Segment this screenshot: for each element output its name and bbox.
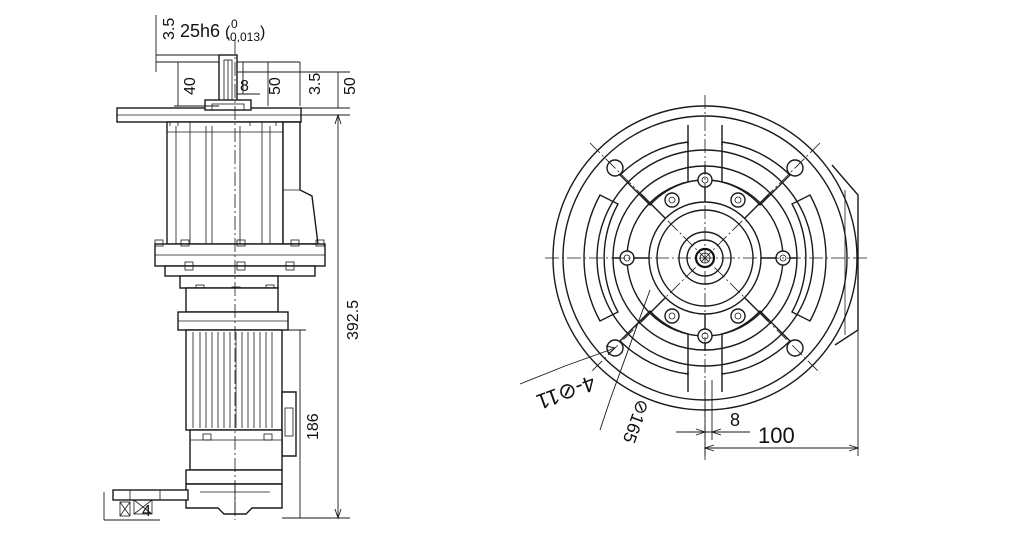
overall-height-dimension (282, 113, 350, 520)
paren-close: ) (260, 24, 265, 41)
bottom-dimensions (676, 330, 860, 456)
dim-shaft-offset: 3.5 (161, 18, 178, 40)
dim-front-key: 8 (730, 410, 740, 430)
dim-pcd: ⊘165 (619, 397, 653, 446)
pcd-leader (599, 289, 651, 431)
dim-shaft-fit-upper: 0 (231, 17, 238, 31)
dim-motor-height: 186 (305, 413, 322, 440)
dim-center-offset: 100 (758, 423, 795, 448)
dim-grounding: 4 (142, 503, 151, 520)
front-diag-2 (589, 142, 821, 374)
dim-key-width: 8 (240, 78, 249, 95)
motor-coupling (177, 287, 289, 331)
middle-flange (154, 239, 326, 298)
dim-flange-height: 50 (342, 77, 359, 95)
dim-overall-height: 392.5 (345, 300, 362, 340)
gearbox-housing (166, 121, 319, 245)
mounting-flange (116, 99, 302, 123)
dim-holes: 4-⊘11 (533, 370, 599, 414)
side-view: 3.5 25h6 ( 0 -0,013 ) 40 8 50 3.5 50 392… (103, 15, 362, 521)
motor-body (185, 329, 297, 471)
dim-shaft-fit: 25h6 (180, 21, 220, 41)
motor-height-dimension (282, 329, 306, 518)
holes-leader (519, 345, 616, 385)
front-view: 4-⊘11 ⊘165 8 100 (519, 95, 870, 460)
dim-flange-offset: 3.5 (307, 73, 324, 95)
dim-flange-shoulder: 50 (267, 77, 284, 95)
dim-shaft-length: 40 (182, 77, 199, 95)
paren-open: ( (225, 24, 231, 41)
grounding-dimension (103, 492, 160, 521)
grounding-lug (112, 489, 189, 515)
dim-shaft-fit-lower: -0,013 (226, 30, 260, 44)
motor-foot (185, 469, 283, 515)
side-top-dimensions (155, 15, 350, 116)
